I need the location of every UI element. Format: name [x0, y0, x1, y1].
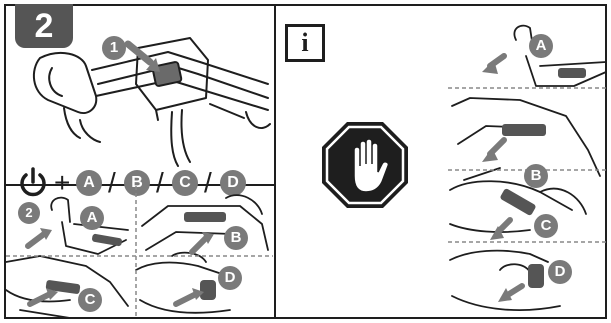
- callout-r-b: B: [524, 164, 548, 188]
- callout-r-a: A: [529, 34, 553, 58]
- callout-r-c: C: [534, 214, 558, 238]
- callout-r-d: D: [548, 260, 572, 284]
